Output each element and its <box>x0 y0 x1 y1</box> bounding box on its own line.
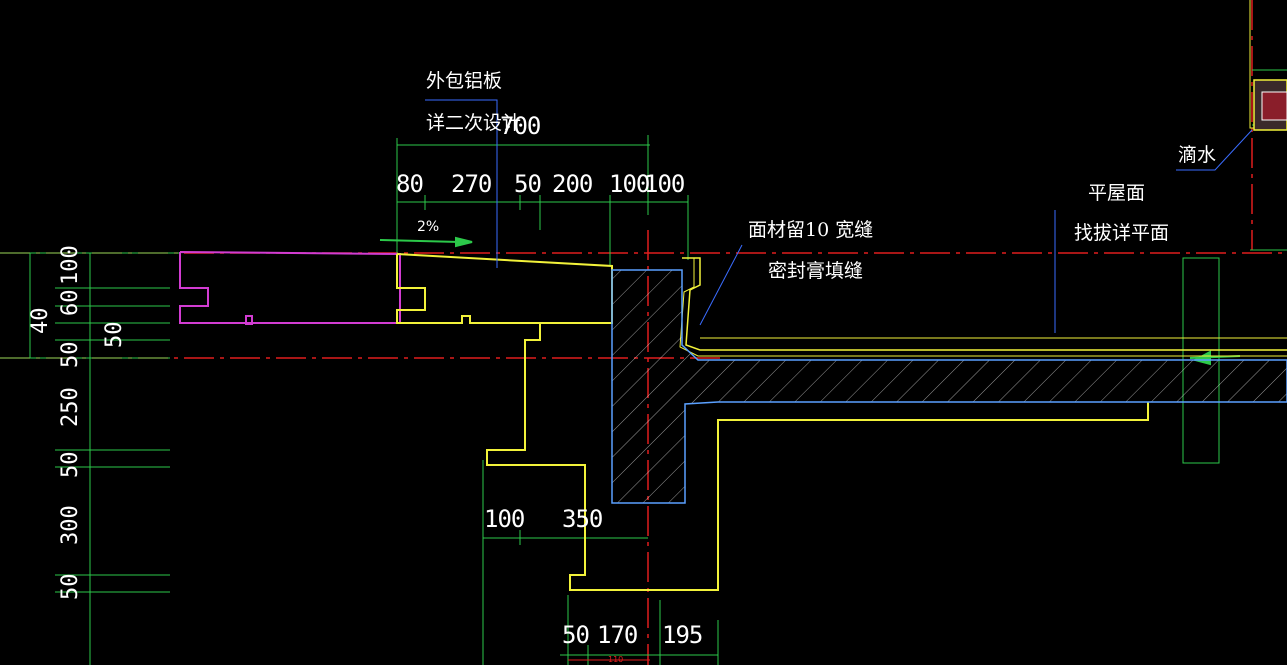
dim-top-50: 50 <box>514 170 542 198</box>
slope-arrows <box>379 236 1241 366</box>
dim-left-300: 300 <box>58 505 83 545</box>
dim-mid-100: 100 <box>484 505 525 533</box>
note-cladding-1: 外包铝板 <box>426 70 503 92</box>
dim-bot-195: 195 <box>662 621 703 649</box>
dim-top-80: 80 <box>396 170 424 198</box>
dim-top-100a: 100 <box>609 170 650 198</box>
slope-label: 2% <box>417 219 440 235</box>
dim-left-60: 60 <box>58 289 83 317</box>
note-drip: 滴水 <box>1178 144 1217 166</box>
dim-left-250: 250 <box>58 387 83 427</box>
concrete-structure <box>611 269 1287 504</box>
leader-lines <box>425 99 1253 333</box>
dim-top-200: 200 <box>552 170 593 198</box>
note-joint-2: 密封膏填缝 <box>768 260 864 282</box>
dim-mid-350: 350 <box>562 505 603 533</box>
dim-bot-110: 110 <box>608 655 624 664</box>
dim-left-40: 40 <box>28 307 53 335</box>
note-roof-2: 找拔详平面 <box>1074 222 1170 244</box>
dim-left-50a: 50 <box>102 321 127 349</box>
dim-bot-50: 50 <box>562 621 590 649</box>
dim-total-700: 700 <box>500 112 541 140</box>
dim-left-50d: 50 <box>58 573 83 601</box>
note-cladding-2: 详二次设计 <box>426 112 522 134</box>
note-roof-1: 平屋面 <box>1088 182 1146 204</box>
dimension-lines <box>0 69 1287 665</box>
existing-profile <box>179 251 401 325</box>
dim-left-50c: 50 <box>58 451 83 479</box>
dim-bot-170: 170 <box>597 621 638 649</box>
dim-top-100b: 100 <box>644 170 685 198</box>
dim-left-50b: 50 <box>58 341 83 369</box>
drip-detail <box>1253 79 1287 131</box>
dim-left-100: 100 <box>58 245 83 285</box>
coping-outline <box>396 0 1287 591</box>
dim-top-270: 270 <box>451 170 492 198</box>
note-joint-1: 面材留10 宽缝 <box>748 219 874 241</box>
